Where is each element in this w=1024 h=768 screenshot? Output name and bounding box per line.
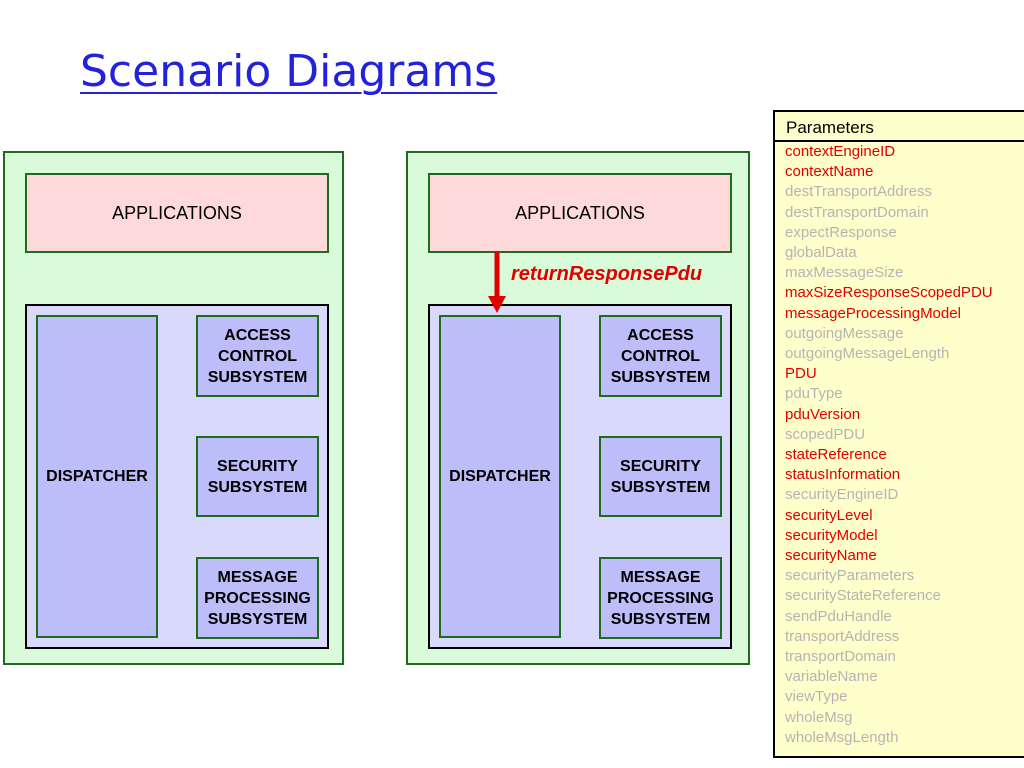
parameter-item: statusInformation (785, 466, 901, 484)
engine-box: DISPATCHER ACCESS CONTROL SUBSYSTEM SECU… (428, 304, 732, 649)
dispatcher-box: DISPATCHER (439, 315, 561, 638)
parameter-item: pduVersion (785, 405, 861, 423)
message-processing-subsystem-box: MESSAGE PROCESSING SUBSYSTEM (599, 557, 722, 639)
parameter-item: contextEngineID (785, 143, 896, 160)
access-control-subsystem-box: ACCESS CONTROL SUBSYSTEM (599, 315, 722, 397)
parameter-item: destTransportAddress (785, 183, 933, 201)
parameter-item: PDU (785, 365, 817, 383)
parameter-item: stateReference (785, 446, 887, 464)
parameter-item: securityLevel (785, 506, 873, 524)
parameters-header: Parameters (775, 112, 1024, 142)
parameter-item: maxMessageSize (785, 264, 904, 282)
parameter-item: securityName (785, 547, 877, 565)
parameter-item: contextName (785, 163, 874, 181)
parameter-item: messageProcessingModel (785, 304, 961, 322)
applications-box: APPLICATIONS (428, 173, 732, 253)
access-control-subsystem-box: ACCESS CONTROL SUBSYSTEM (196, 315, 319, 397)
message-processing-subsystem-box: MESSAGE PROCESSING SUBSYSTEM (196, 557, 319, 639)
scenario-diagram-1: APPLICATIONS DISPATCHER ACCESS CONTROL S… (3, 151, 344, 665)
applications-box: APPLICATIONS (25, 173, 329, 253)
parameter-item: transportAddress (785, 627, 900, 645)
parameter-item: scopedPDU (785, 425, 866, 443)
security-subsystem-box: SECURITY SUBSYSTEM (599, 436, 722, 517)
parameter-item: sendPduHandle (785, 607, 892, 625)
parameter-item: destTransportDomain (785, 203, 929, 221)
dispatcher-box: DISPATCHER (36, 315, 158, 638)
down-arrow-icon (488, 252, 506, 313)
parameter-item: variableName (785, 668, 878, 686)
parameter-item: outgoingMessage (785, 324, 904, 342)
parameter-item: securityStateReference (785, 587, 941, 605)
page-title: Scenario Diagrams (80, 46, 498, 97)
engine-box: DISPATCHER ACCESS CONTROL SUBSYSTEM SECU… (25, 304, 329, 649)
parameter-item: outgoingMessageLength (785, 345, 950, 363)
scenario-diagram-2: APPLICATIONS DISPATCHER ACCESS CONTROL S… (406, 151, 750, 665)
parameter-item: globalData (785, 244, 857, 262)
arrow-head (488, 296, 506, 313)
parameter-item: pduType (785, 385, 843, 403)
parameter-item: securityParameters (785, 567, 915, 585)
parameter-item: securityModel (785, 526, 878, 544)
parameter-item: wholeMsgLength (785, 728, 899, 746)
return-response-pdu-label: returnResponsePdu (511, 263, 703, 285)
parameter-item: transportDomain (785, 648, 896, 666)
parameter-item: securityEngineID (785, 486, 899, 504)
parameters-panel: Parameters contextEngineID contextName des… (773, 110, 1024, 758)
security-subsystem-box: SECURITY SUBSYSTEM (196, 436, 319, 517)
parameter-item: maxSizeResponseScopedPDU (785, 284, 993, 302)
parameter-item: expectResponse (785, 223, 897, 241)
parameter-item: viewType (785, 688, 848, 706)
parameters-list: contextEngineID contextName destTransportA… (775, 142, 1024, 748)
parameter-item: wholeMsg (785, 708, 853, 726)
